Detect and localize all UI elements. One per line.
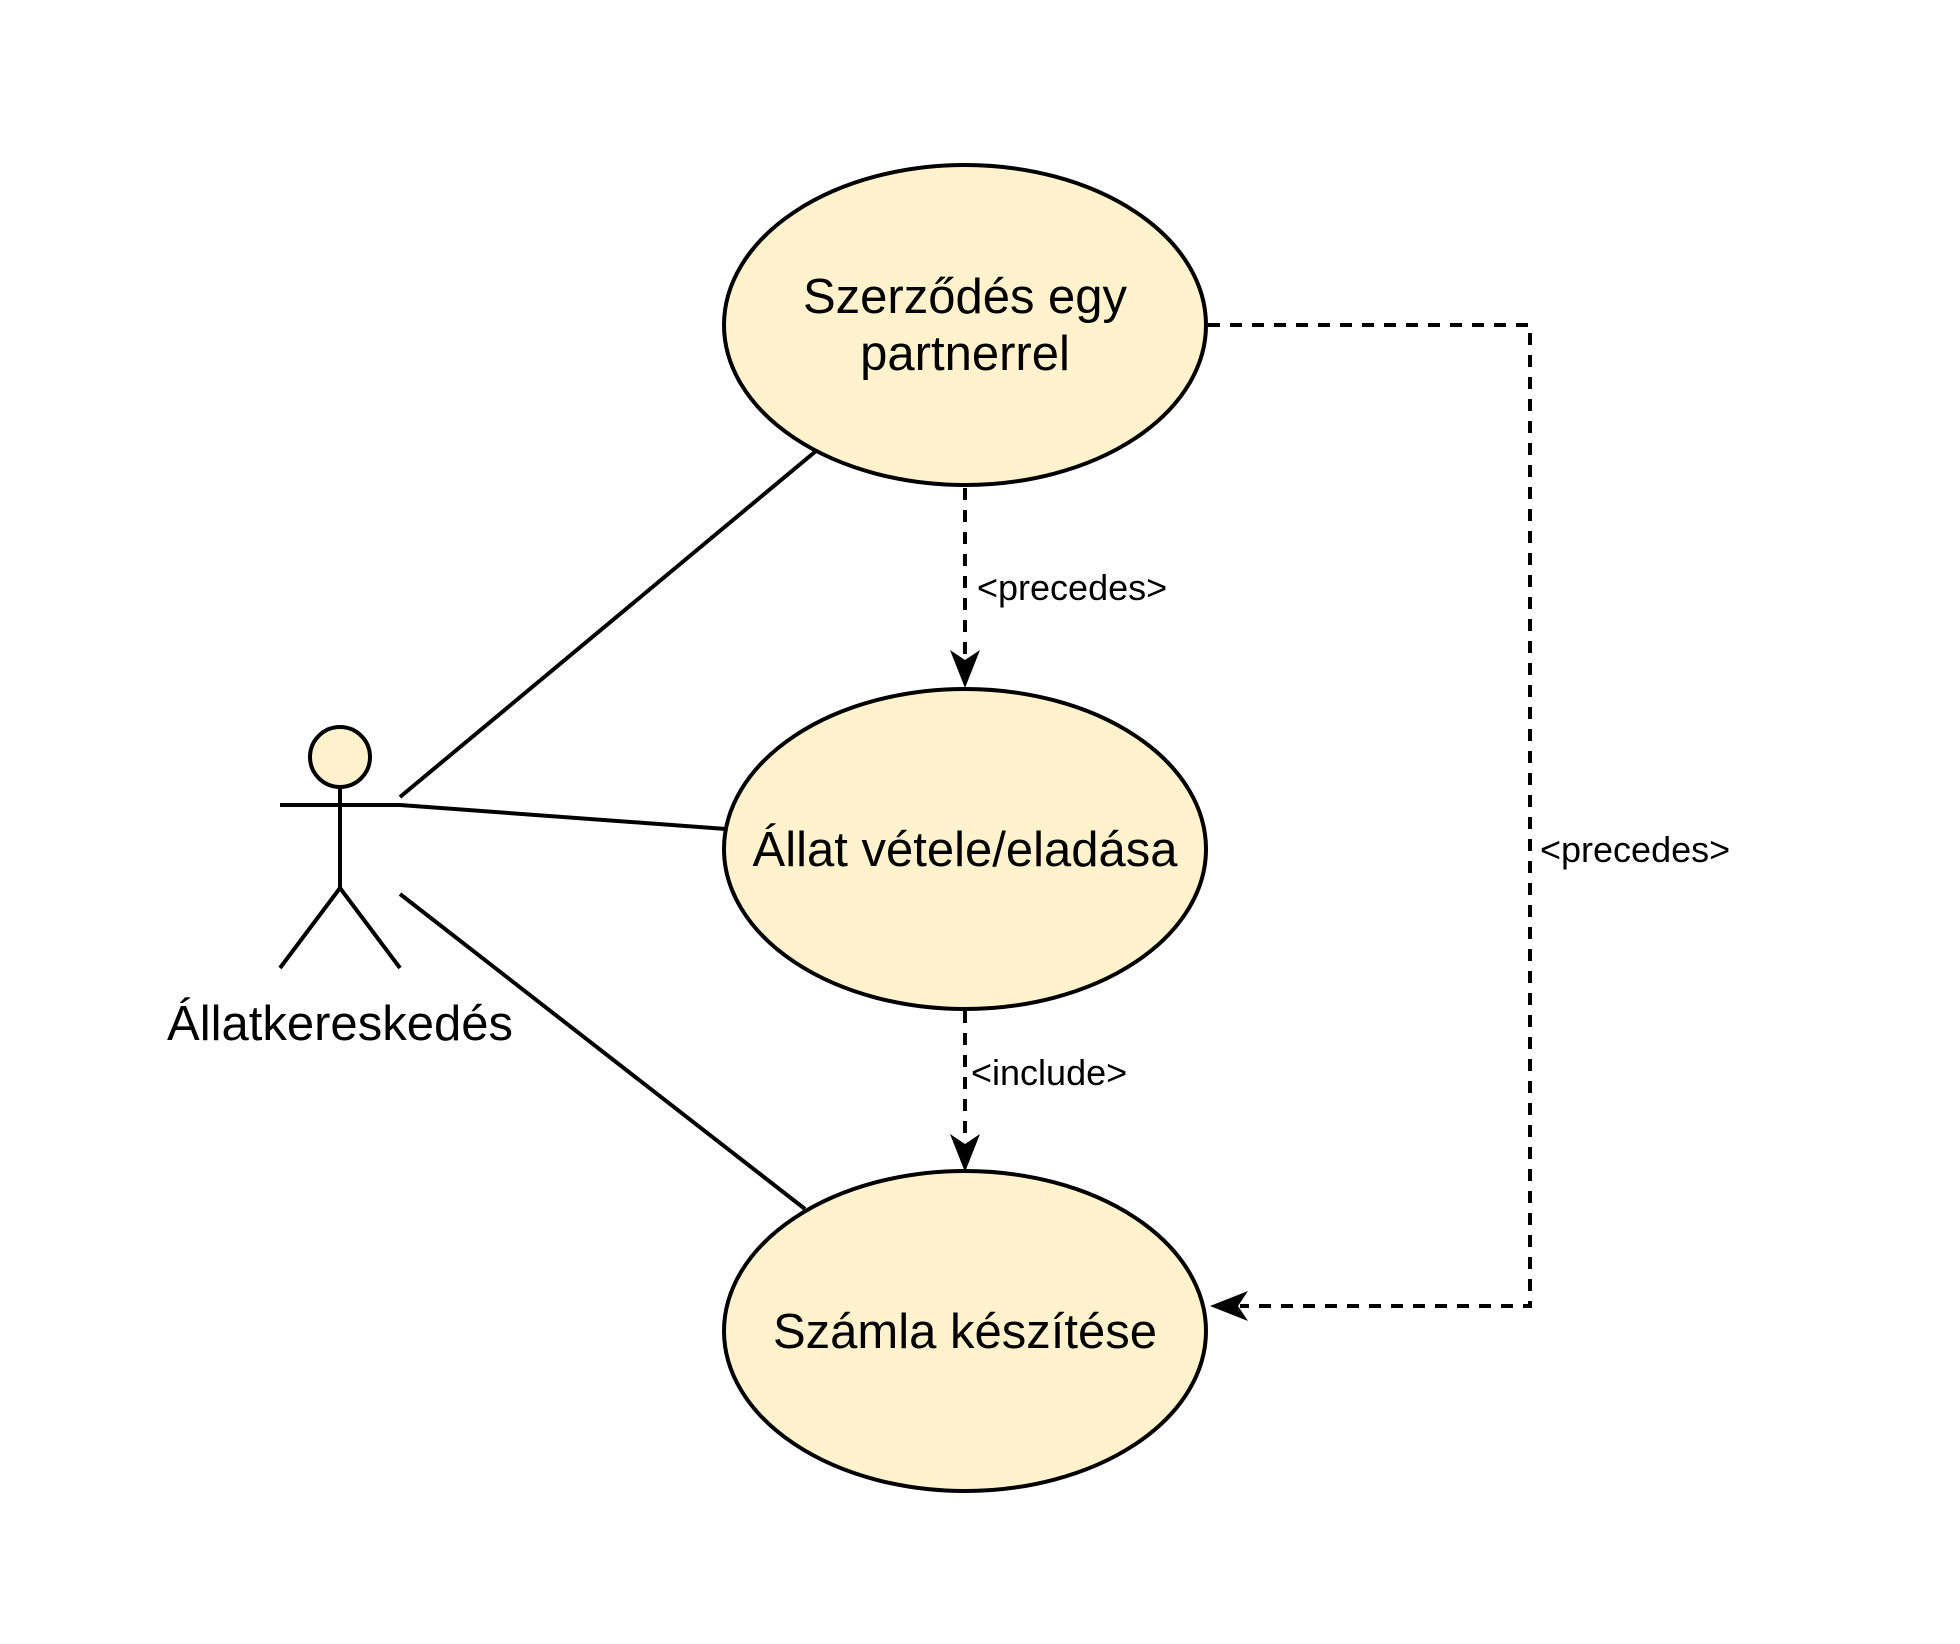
use-case-contract-label-line1: Szerződés egy [803, 270, 1128, 324]
use-case-invoice: Számla készítése [722, 1169, 1208, 1493]
actor-left-leg [278, 886, 342, 970]
relation-label-precedes-2: <precedes> [1540, 829, 1730, 870]
actor-right-leg [338, 886, 402, 970]
association-line-invoice [398, 892, 807, 1211]
relation-contract-to-trade: <precedes> [950, 488, 1167, 688]
use-case-trade-label: Állat vétele/eladása [753, 823, 1179, 877]
actor-label: Állatkereskedés [167, 997, 513, 1051]
use-case-contract-label-line2: partnerrel [860, 327, 1070, 381]
actor-figure: Állatkereskedés [167, 725, 513, 1051]
relation-label-precedes-1: <precedes> [977, 567, 1167, 608]
use-case-invoice-label: Számla készítése [773, 1305, 1157, 1359]
relation-trade-to-invoice: <include> [950, 1011, 1127, 1172]
actor-head [308, 725, 372, 789]
association-line-trade [399, 803, 727, 831]
use-case-contract: Szerződés egy partnerrel [722, 163, 1208, 487]
use-case-trade: Állat vétele/eladása [722, 687, 1208, 1011]
association-line-contract [398, 449, 818, 799]
relation-label-include: <include> [971, 1052, 1127, 1093]
relation-contract-to-invoice: <precedes> [1208, 323, 1730, 1321]
